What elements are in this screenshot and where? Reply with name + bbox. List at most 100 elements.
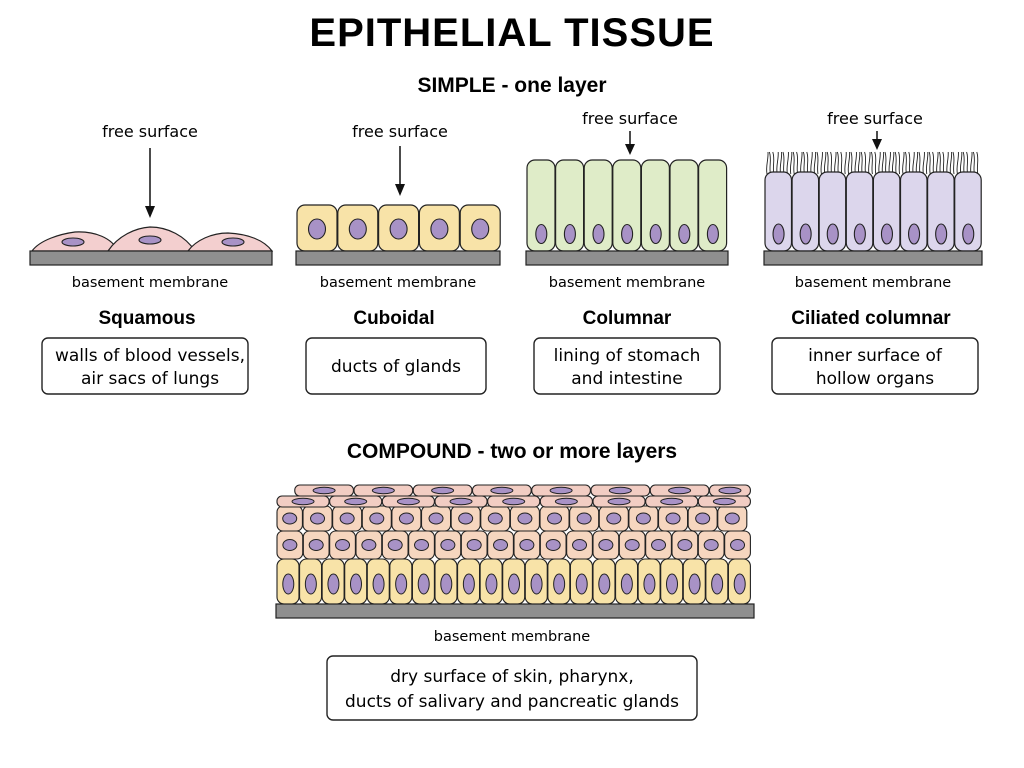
nucleus bbox=[361, 539, 377, 551]
compound-basement-label: basement membrane bbox=[434, 629, 591, 645]
nucleus bbox=[703, 539, 719, 551]
ciliated-columnar-panel: free surface basement membrane Ciliated … bbox=[763, 109, 983, 395]
nucleus bbox=[449, 497, 473, 506]
nucleus bbox=[620, 573, 633, 595]
nucleus bbox=[282, 539, 298, 551]
ciliated-basement-membrane bbox=[763, 250, 983, 266]
nucleus bbox=[563, 223, 576, 245]
nucleus bbox=[312, 486, 336, 495]
nucleus bbox=[462, 573, 475, 595]
nucleus bbox=[554, 497, 578, 506]
cilium bbox=[772, 151, 775, 175]
cilium bbox=[823, 151, 827, 175]
cilium bbox=[857, 151, 861, 175]
cilium bbox=[894, 151, 897, 175]
nucleus bbox=[799, 223, 812, 245]
cilium bbox=[962, 151, 965, 175]
nucleus bbox=[688, 573, 701, 595]
nucleus bbox=[487, 512, 503, 525]
cilium bbox=[870, 151, 873, 175]
nucleus bbox=[307, 218, 327, 240]
nucleus bbox=[458, 512, 474, 525]
nucleus bbox=[502, 497, 526, 506]
columnar-free-surface-label: free surface bbox=[582, 109, 678, 128]
compound-example-box bbox=[326, 655, 698, 721]
cilium bbox=[860, 151, 863, 175]
compound-basement-membrane bbox=[275, 603, 755, 619]
simple-heading: SIMPLE - one layer bbox=[417, 74, 606, 97]
squamous-example-box bbox=[41, 337, 249, 395]
nucleus bbox=[962, 223, 975, 245]
nucleus bbox=[519, 539, 535, 551]
squamous-example-line-1: walls of blood vessels, bbox=[55, 346, 245, 366]
columnar-example-line-1: lining of stomach bbox=[554, 346, 701, 366]
nucleus bbox=[414, 539, 430, 551]
cilium bbox=[936, 151, 939, 175]
nucleus bbox=[706, 223, 719, 245]
squamous-basement-membrane bbox=[29, 250, 273, 266]
cilium bbox=[976, 151, 979, 175]
cilium bbox=[782, 151, 785, 175]
nucleus bbox=[547, 512, 563, 525]
cilium bbox=[932, 151, 935, 175]
nucleus bbox=[711, 573, 724, 595]
nucleus bbox=[350, 573, 362, 595]
cilium bbox=[891, 151, 895, 175]
squamous-arrow bbox=[145, 148, 155, 218]
compound-example-line-1: dry surface of skin, pharynx, bbox=[390, 667, 634, 687]
nucleus bbox=[535, 223, 548, 245]
cilium bbox=[949, 151, 953, 175]
nucleus bbox=[649, 223, 662, 245]
cilium bbox=[826, 151, 829, 175]
cilium bbox=[956, 151, 959, 175]
nucleus bbox=[339, 512, 355, 525]
ciliated-free-surface-label: free surface bbox=[827, 109, 923, 128]
nucleus bbox=[572, 539, 588, 551]
cilium bbox=[912, 151, 915, 175]
nucleus bbox=[772, 223, 785, 245]
nucleus bbox=[398, 512, 414, 525]
cilium bbox=[864, 151, 867, 175]
compound-panel: basement membrane dry surface of skin, p… bbox=[275, 484, 755, 721]
nucleus bbox=[493, 539, 509, 551]
nucleus bbox=[635, 512, 651, 525]
nucleus bbox=[282, 512, 298, 525]
nucleus bbox=[624, 539, 640, 551]
nucleus bbox=[549, 486, 573, 495]
nucleus bbox=[907, 223, 921, 245]
nucleus bbox=[598, 573, 611, 595]
squamous-panel: free surface basement membrane Squamous … bbox=[29, 122, 274, 395]
ciliated-example-line-1: inner surface of bbox=[808, 346, 943, 366]
nucleus bbox=[440, 573, 453, 595]
cilium bbox=[802, 151, 805, 175]
cilium bbox=[820, 151, 823, 175]
cilium bbox=[813, 151, 817, 175]
nucleus bbox=[308, 539, 324, 551]
cuboidal-panel: free surface basement membrane Cuboidal … bbox=[295, 122, 501, 395]
cilium bbox=[904, 151, 907, 175]
cilium bbox=[942, 151, 945, 175]
cilium bbox=[915, 151, 919, 175]
ciliated-basement-label: basement membrane bbox=[795, 275, 952, 291]
cilium bbox=[888, 151, 891, 175]
ciliated-arrow bbox=[872, 131, 882, 150]
cuboidal-arrow bbox=[395, 146, 405, 196]
nucleus bbox=[677, 539, 693, 551]
cilium bbox=[938, 151, 941, 175]
cilium bbox=[925, 151, 929, 175]
cilium bbox=[847, 151, 851, 175]
cilium bbox=[878, 151, 881, 175]
cilium bbox=[946, 151, 949, 175]
squamous-name: Squamous bbox=[98, 308, 195, 329]
cilium bbox=[952, 151, 955, 175]
cilium bbox=[792, 151, 795, 175]
nucleus bbox=[733, 573, 746, 595]
cuboidal-example-box bbox=[305, 337, 487, 395]
nucleus bbox=[607, 497, 631, 506]
nucleus bbox=[718, 486, 742, 495]
ciliated-name: Ciliated columnar bbox=[791, 308, 951, 329]
nucleus bbox=[372, 573, 385, 595]
nucleus bbox=[485, 573, 498, 595]
cilium bbox=[830, 151, 833, 175]
